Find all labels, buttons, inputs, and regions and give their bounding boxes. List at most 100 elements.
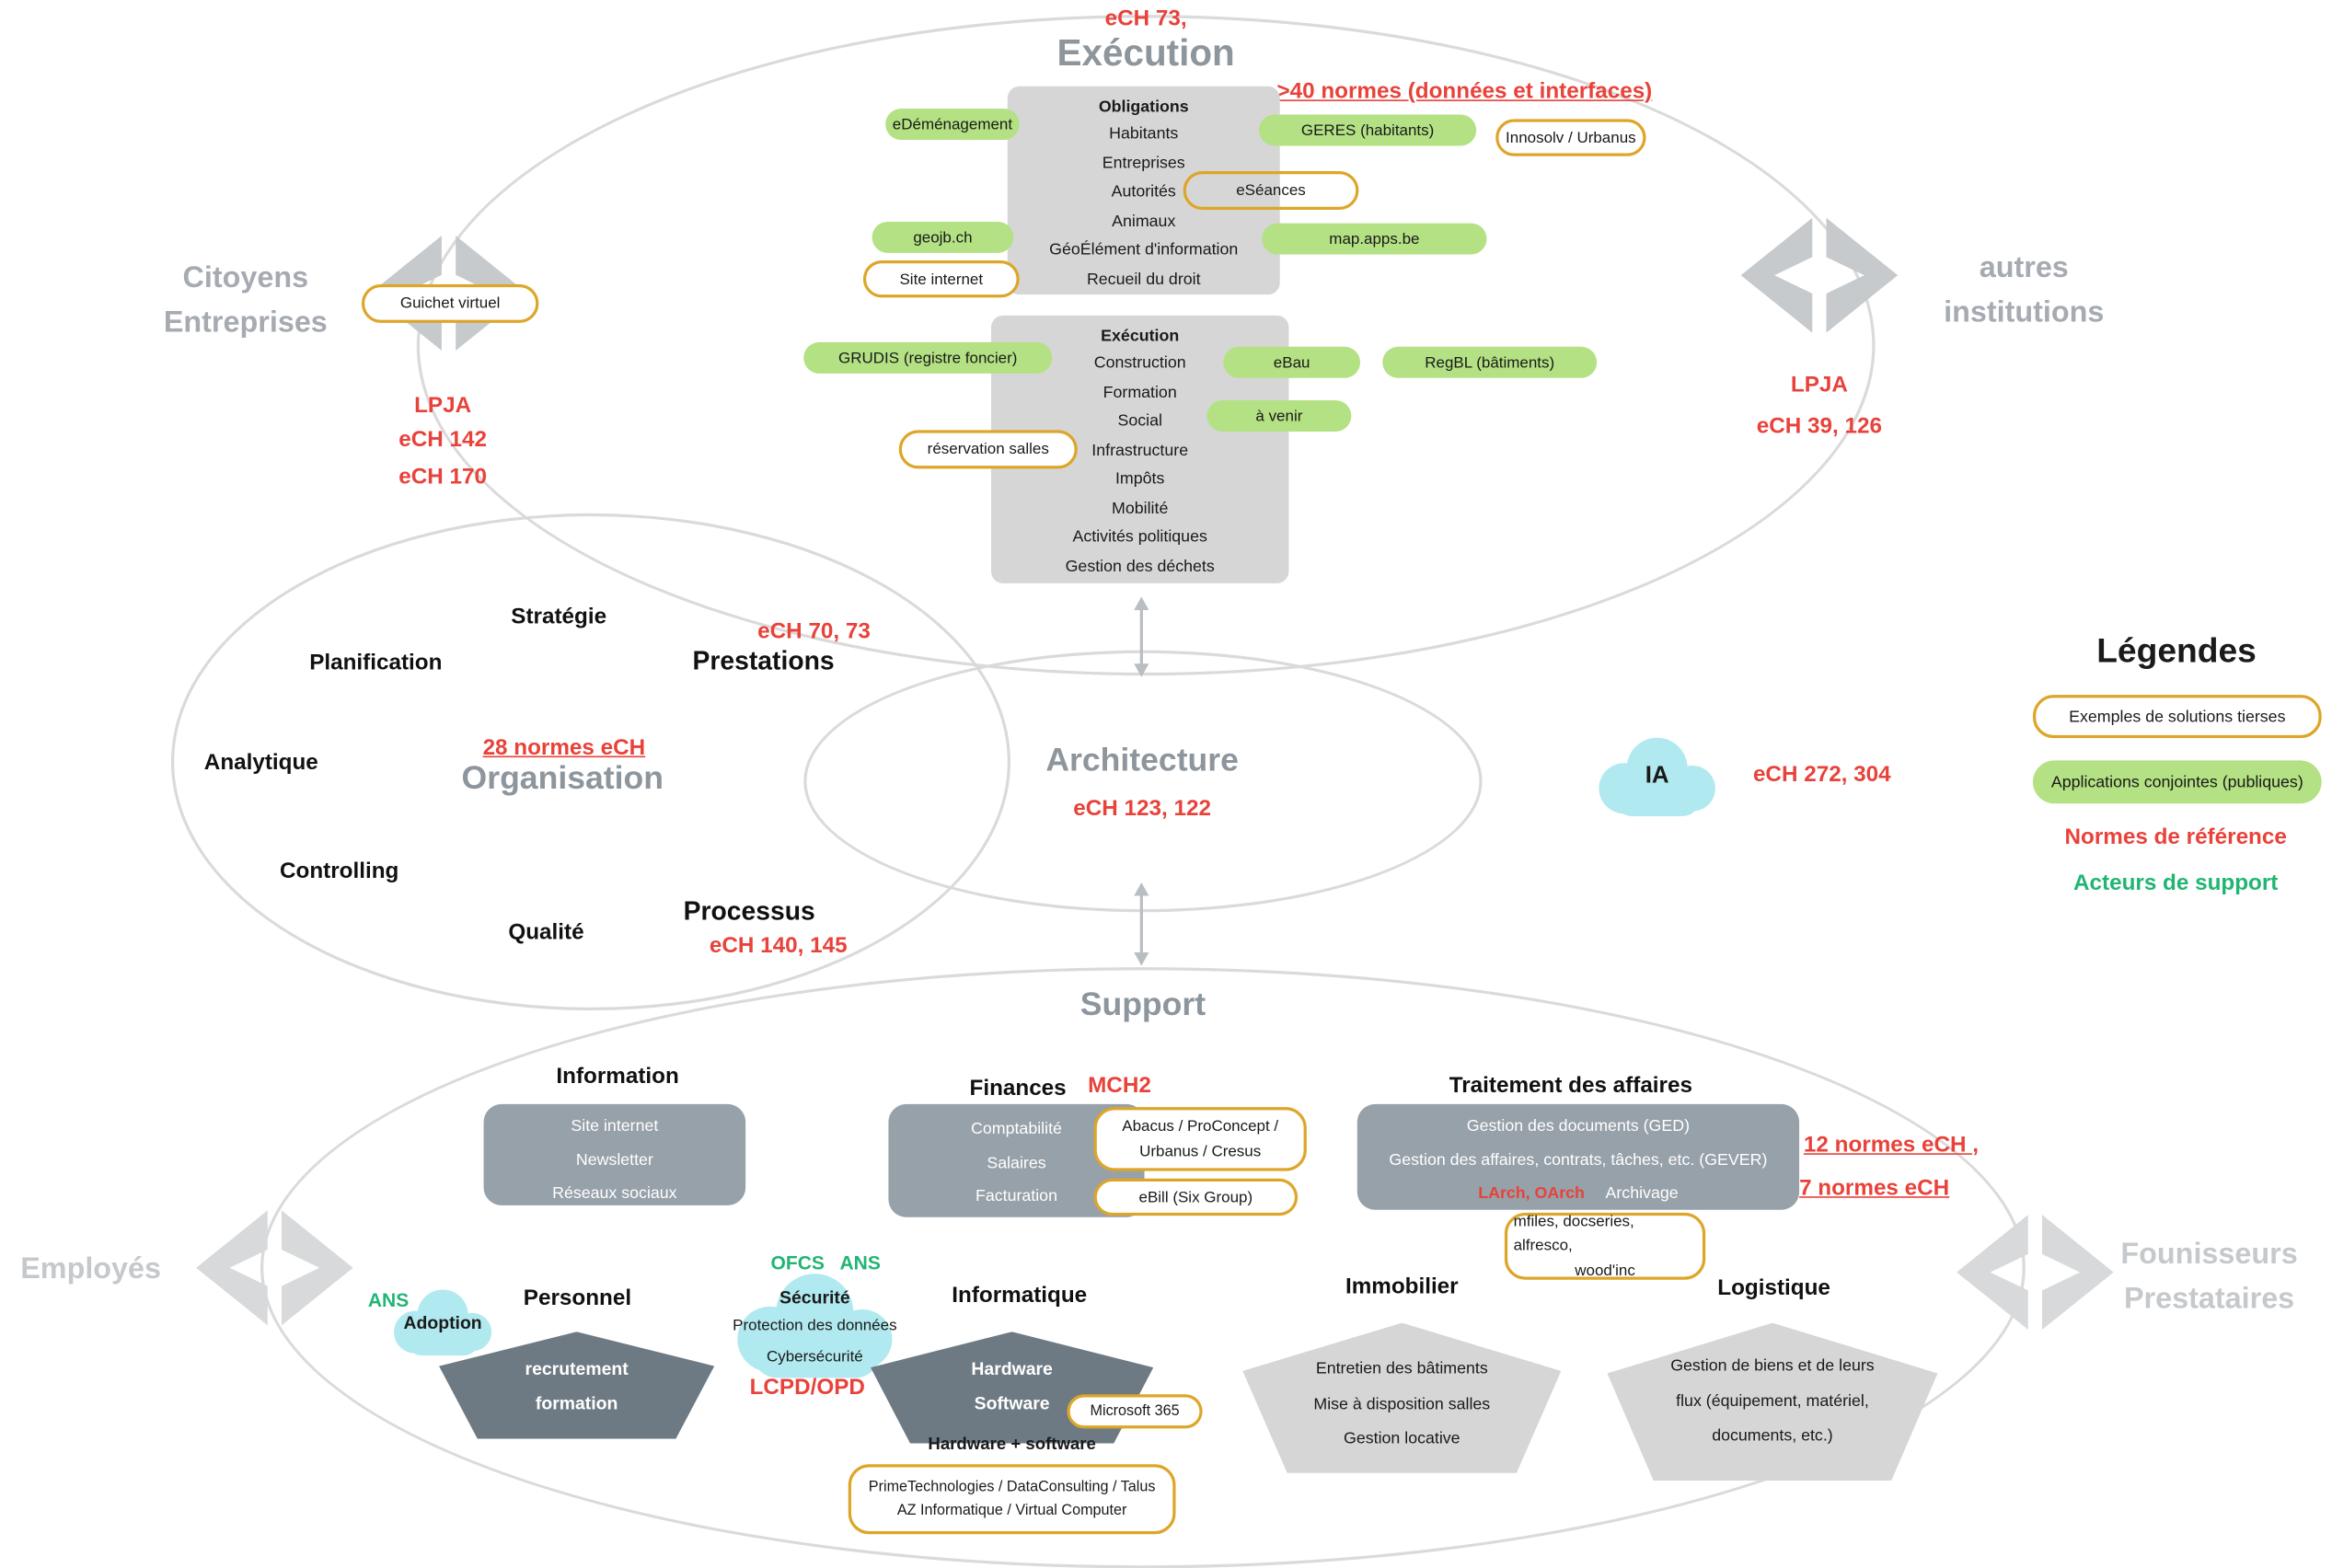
- architecture-norm: eCH 123, 122: [1073, 796, 1211, 822]
- architecture-support-arrow: [1126, 881, 1156, 967]
- securite-cloud: Sécurité Protection des données Cyberséc…: [713, 1271, 918, 1389]
- finances-title: Finances: [969, 1076, 1067, 1101]
- execution-norms-banner: >40 normes (données et interfaces): [1276, 78, 1653, 105]
- execution-item: Mobilité: [1112, 499, 1169, 517]
- personnel-ans: ANS: [367, 1288, 410, 1311]
- institutions-arrow-icon: [1736, 207, 1904, 344]
- org-analytique: Analytique: [203, 750, 318, 776]
- org-processus: Processus: [683, 895, 815, 926]
- informatique-line2: Software: [974, 1392, 1050, 1414]
- fournisseurs-arrow-icon: [1951, 1204, 2119, 1341]
- citoyens-line2: Entreprises: [163, 306, 328, 340]
- pill-guichet-virtuel: Guichet virtuel: [361, 283, 539, 323]
- affaires-box: Gestion des documents (GED) Gestion des …: [1356, 1103, 1800, 1210]
- pill-mapapps: map.apps.be: [1262, 223, 1487, 255]
- finances-item: Comptabilité: [971, 1120, 1062, 1139]
- pill-mfiles: mfiles, docseries, alfresco, wood'inc: [1504, 1212, 1706, 1280]
- support-ellipse: [260, 967, 2026, 1568]
- pill-regbl: RegBL (bâtiments): [1382, 346, 1598, 378]
- securite-title: Sécurité: [779, 1286, 850, 1309]
- cloud-icon: [737, 1274, 893, 1378]
- securite-lcpd: LCPD/OPD: [749, 1375, 865, 1401]
- execution-item: Social: [1117, 411, 1162, 431]
- affaires-archivage-row: LArch, OArch Archivage: [1357, 1177, 1799, 1210]
- securite-ofcs: OFCS: [770, 1251, 825, 1274]
- double-arrow-icon: [1134, 882, 1149, 966]
- pill-ebau: eBau: [1223, 346, 1361, 378]
- execution-norm: eCH 73,: [1104, 6, 1187, 31]
- ia-norm: eCH 272, 304: [1752, 761, 1891, 788]
- citoyens-norm-ech142: eCH 142: [398, 427, 487, 453]
- adoption-label: Adoption: [403, 1312, 482, 1333]
- securite-line2: Cybersécurité: [766, 1348, 863, 1366]
- fournisseurs-line2: Prestataires: [2123, 1282, 2295, 1316]
- informatique-title: Informatique: [952, 1282, 1088, 1309]
- pill-mfiles-line1: mfiles, docseries, alfresco,: [1513, 1213, 1634, 1255]
- pill-prime: PrimeTechnologies / DataConsulting / Tal…: [848, 1464, 1176, 1535]
- obligations-item: Recueil du droit: [1086, 270, 1201, 288]
- immobilier-item: Gestion locative: [1344, 1430, 1460, 1448]
- support-title: Support: [1079, 985, 1206, 1022]
- institutions-line1: autres: [1979, 251, 2069, 284]
- execution-architecture-arrow: [1126, 595, 1156, 679]
- execution-item: Formation: [1103, 383, 1177, 401]
- execution-item: Gestion des déchets: [1065, 557, 1215, 576]
- pill-microsoft365: Microsoft 365: [1067, 1394, 1203, 1429]
- adoption-cloud: Adoption: [372, 1281, 514, 1366]
- immobilier-title: Immobilier: [1345, 1274, 1459, 1299]
- pill-abacus-line2: Urbanus / Cresus: [1139, 1142, 1262, 1160]
- institutions-line2: institutions: [1944, 295, 2105, 329]
- information-title: Information: [556, 1064, 679, 1090]
- legend-tierses-pill: Exemples de solutions tierses: [2032, 695, 2322, 739]
- pill-grudis: GRUDIS (registre foncier): [803, 341, 1053, 374]
- institutions-norm-ech: eCH 39, 126: [1756, 413, 1882, 440]
- information-item: Site internet: [571, 1117, 659, 1136]
- affaires-title: Traitement des affaires: [1449, 1072, 1692, 1099]
- cloud-icon: [1599, 737, 1715, 816]
- information-box: Site internet Newsletter Réseaux sociaux: [483, 1103, 746, 1205]
- information-item: Newsletter: [575, 1150, 653, 1170]
- citoyens-line1: Citoyens: [182, 261, 309, 295]
- immobilier-item: Mise à disposition salles: [1313, 1395, 1491, 1413]
- finances-item: Salaires: [987, 1154, 1046, 1172]
- pill-eseances: eSéances: [1183, 170, 1359, 211]
- securite-ans: ANS: [839, 1251, 881, 1274]
- logistique-item: flux (équipement, matériel,: [1676, 1391, 1869, 1411]
- employes-label: Employés: [20, 1252, 162, 1286]
- affaires-norm-12: 12 normes eCH ,: [1803, 1132, 1980, 1159]
- immobilier-item: Entretien des bâtiments: [1315, 1360, 1488, 1378]
- execution-box-title: Exécution: [1101, 327, 1180, 346]
- affaires-archivage: Archivage: [1605, 1184, 1679, 1203]
- informatique-line1: Hardware: [971, 1358, 1053, 1380]
- pill-reservation-salles: réservation salles: [898, 430, 1078, 469]
- obligations-item: Animaux: [1112, 212, 1176, 230]
- execution-item: Activités politiques: [1072, 528, 1207, 547]
- finances-mch2: MCH2: [1088, 1072, 1151, 1099]
- architecture-title: Architecture: [1045, 741, 1239, 778]
- ia-cloud: IA: [1580, 728, 1734, 829]
- org-qualite: Qualité: [508, 919, 584, 945]
- obligations-box-title: Obligations: [1098, 98, 1189, 117]
- legend-conjointes-pill: Applications conjointes (publiques): [2032, 760, 2322, 804]
- affaires-gever: Gestion des affaires, contrats, tâches, …: [1389, 1150, 1768, 1170]
- legend-title: Légendes: [2096, 630, 2257, 670]
- information-item: Réseaux sociaux: [552, 1184, 677, 1203]
- obligations-item: Habitants: [1109, 124, 1179, 144]
- pill-edemenagement: eDéménagement: [885, 109, 1020, 141]
- org-norm-28: 28 normes eCH: [482, 734, 646, 761]
- pill-site-internet: Site internet: [862, 259, 1020, 298]
- pill-geojb: geojb.ch: [872, 221, 1014, 253]
- logistique-item: Gestion de biens et de leurs: [1670, 1356, 1875, 1376]
- institutions-label: autres institutions: [1912, 246, 2136, 335]
- pill-abacus-line1: Abacus / ProConcept /: [1122, 1117, 1279, 1136]
- pill-innosolv-urbanus: Innosolv / Urbanus: [1495, 119, 1646, 156]
- org-strategie: Stratégie: [511, 604, 607, 630]
- personnel-line1: recrutement: [525, 1358, 629, 1380]
- execution-item: Infrastructure: [1091, 441, 1189, 459]
- pill-abacus: Abacus / ProConcept / Urbanus / Cresus: [1093, 1107, 1307, 1171]
- fournisseurs-label: Founisseurs Prestataires: [2101, 1232, 2316, 1321]
- logistique-title: Logistique: [1717, 1274, 1830, 1301]
- finances-item: Facturation: [975, 1187, 1057, 1205]
